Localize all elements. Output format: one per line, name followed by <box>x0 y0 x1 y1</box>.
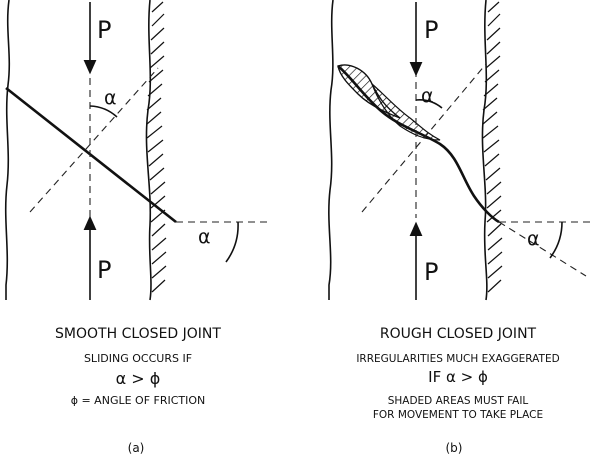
panel-a-force-top-label: P <box>97 16 111 44</box>
panel-a-upper-angle-label: α <box>104 87 117 109</box>
panel-b-right-wall <box>481 0 488 301</box>
panel-a-caption-line2: α > ϕ <box>116 369 161 388</box>
panel-b-title: ROUGH CLOSED JOINT <box>380 326 537 342</box>
panel-a-lower-angle-arc <box>225 221 239 263</box>
panel-b-lower-angle-arc <box>549 221 563 259</box>
panel-b-force-bottom-label: P <box>424 258 438 286</box>
panel-a-right-wall <box>145 0 152 301</box>
panel-b-lower-angle-label: α <box>527 228 540 250</box>
panel-a-joint-line <box>5 86 177 224</box>
panel-b-rough-joint-line <box>337 65 500 224</box>
panel-a-upper-angle-arc <box>89 105 118 118</box>
panel-b: P P α α ROUGH CLOSED JOINT IRREGULARITIE… <box>328 0 594 455</box>
panel-a-left-boundary <box>4 0 11 300</box>
panel-b-left-boundary <box>328 0 334 300</box>
panel-b-caption-line3: SHADED AREAS MUST FAIL <box>388 395 529 407</box>
panel-a-tag: (a) <box>128 441 145 455</box>
panel-b-shaded-asperity-lower <box>371 83 441 141</box>
panel-b-caption-line4: FOR MOVEMENT TO TAKE PLACE <box>373 409 543 421</box>
panel-b-force-top-label: P <box>424 16 438 44</box>
panel-a-caption-line3: ϕ = ANGLE OF FRICTION <box>71 394 206 407</box>
panel-b-joint-extension <box>498 221 587 277</box>
panel-b-normal-line <box>361 63 487 213</box>
panel-a-lower-angle-label: α <box>198 226 211 248</box>
panel-b-wall-hatching <box>482 1 503 293</box>
panel-b-tag: (b) <box>446 441 463 455</box>
panel-a-wall-hatching <box>146 1 167 293</box>
panel-a: P P α α SMOOTH CLOSED JOINT SLIDING OCCU… <box>4 0 268 455</box>
panel-a-caption-line1: SLIDING OCCURS IF <box>84 352 192 365</box>
panel-a-normal-line <box>29 67 159 213</box>
panel-a-force-bottom-label: P <box>97 256 111 284</box>
panel-b-upper-angle-label: α <box>421 85 434 107</box>
panel-b-caption-line1: IRREGULARITIES MUCH EXAGGERATED <box>356 353 559 365</box>
panel-b-upper-angle-arc <box>415 99 443 109</box>
panel-a-title: SMOOTH CLOSED JOINT <box>55 326 221 342</box>
panel-b-caption-line2: IF α > ϕ <box>428 368 488 386</box>
